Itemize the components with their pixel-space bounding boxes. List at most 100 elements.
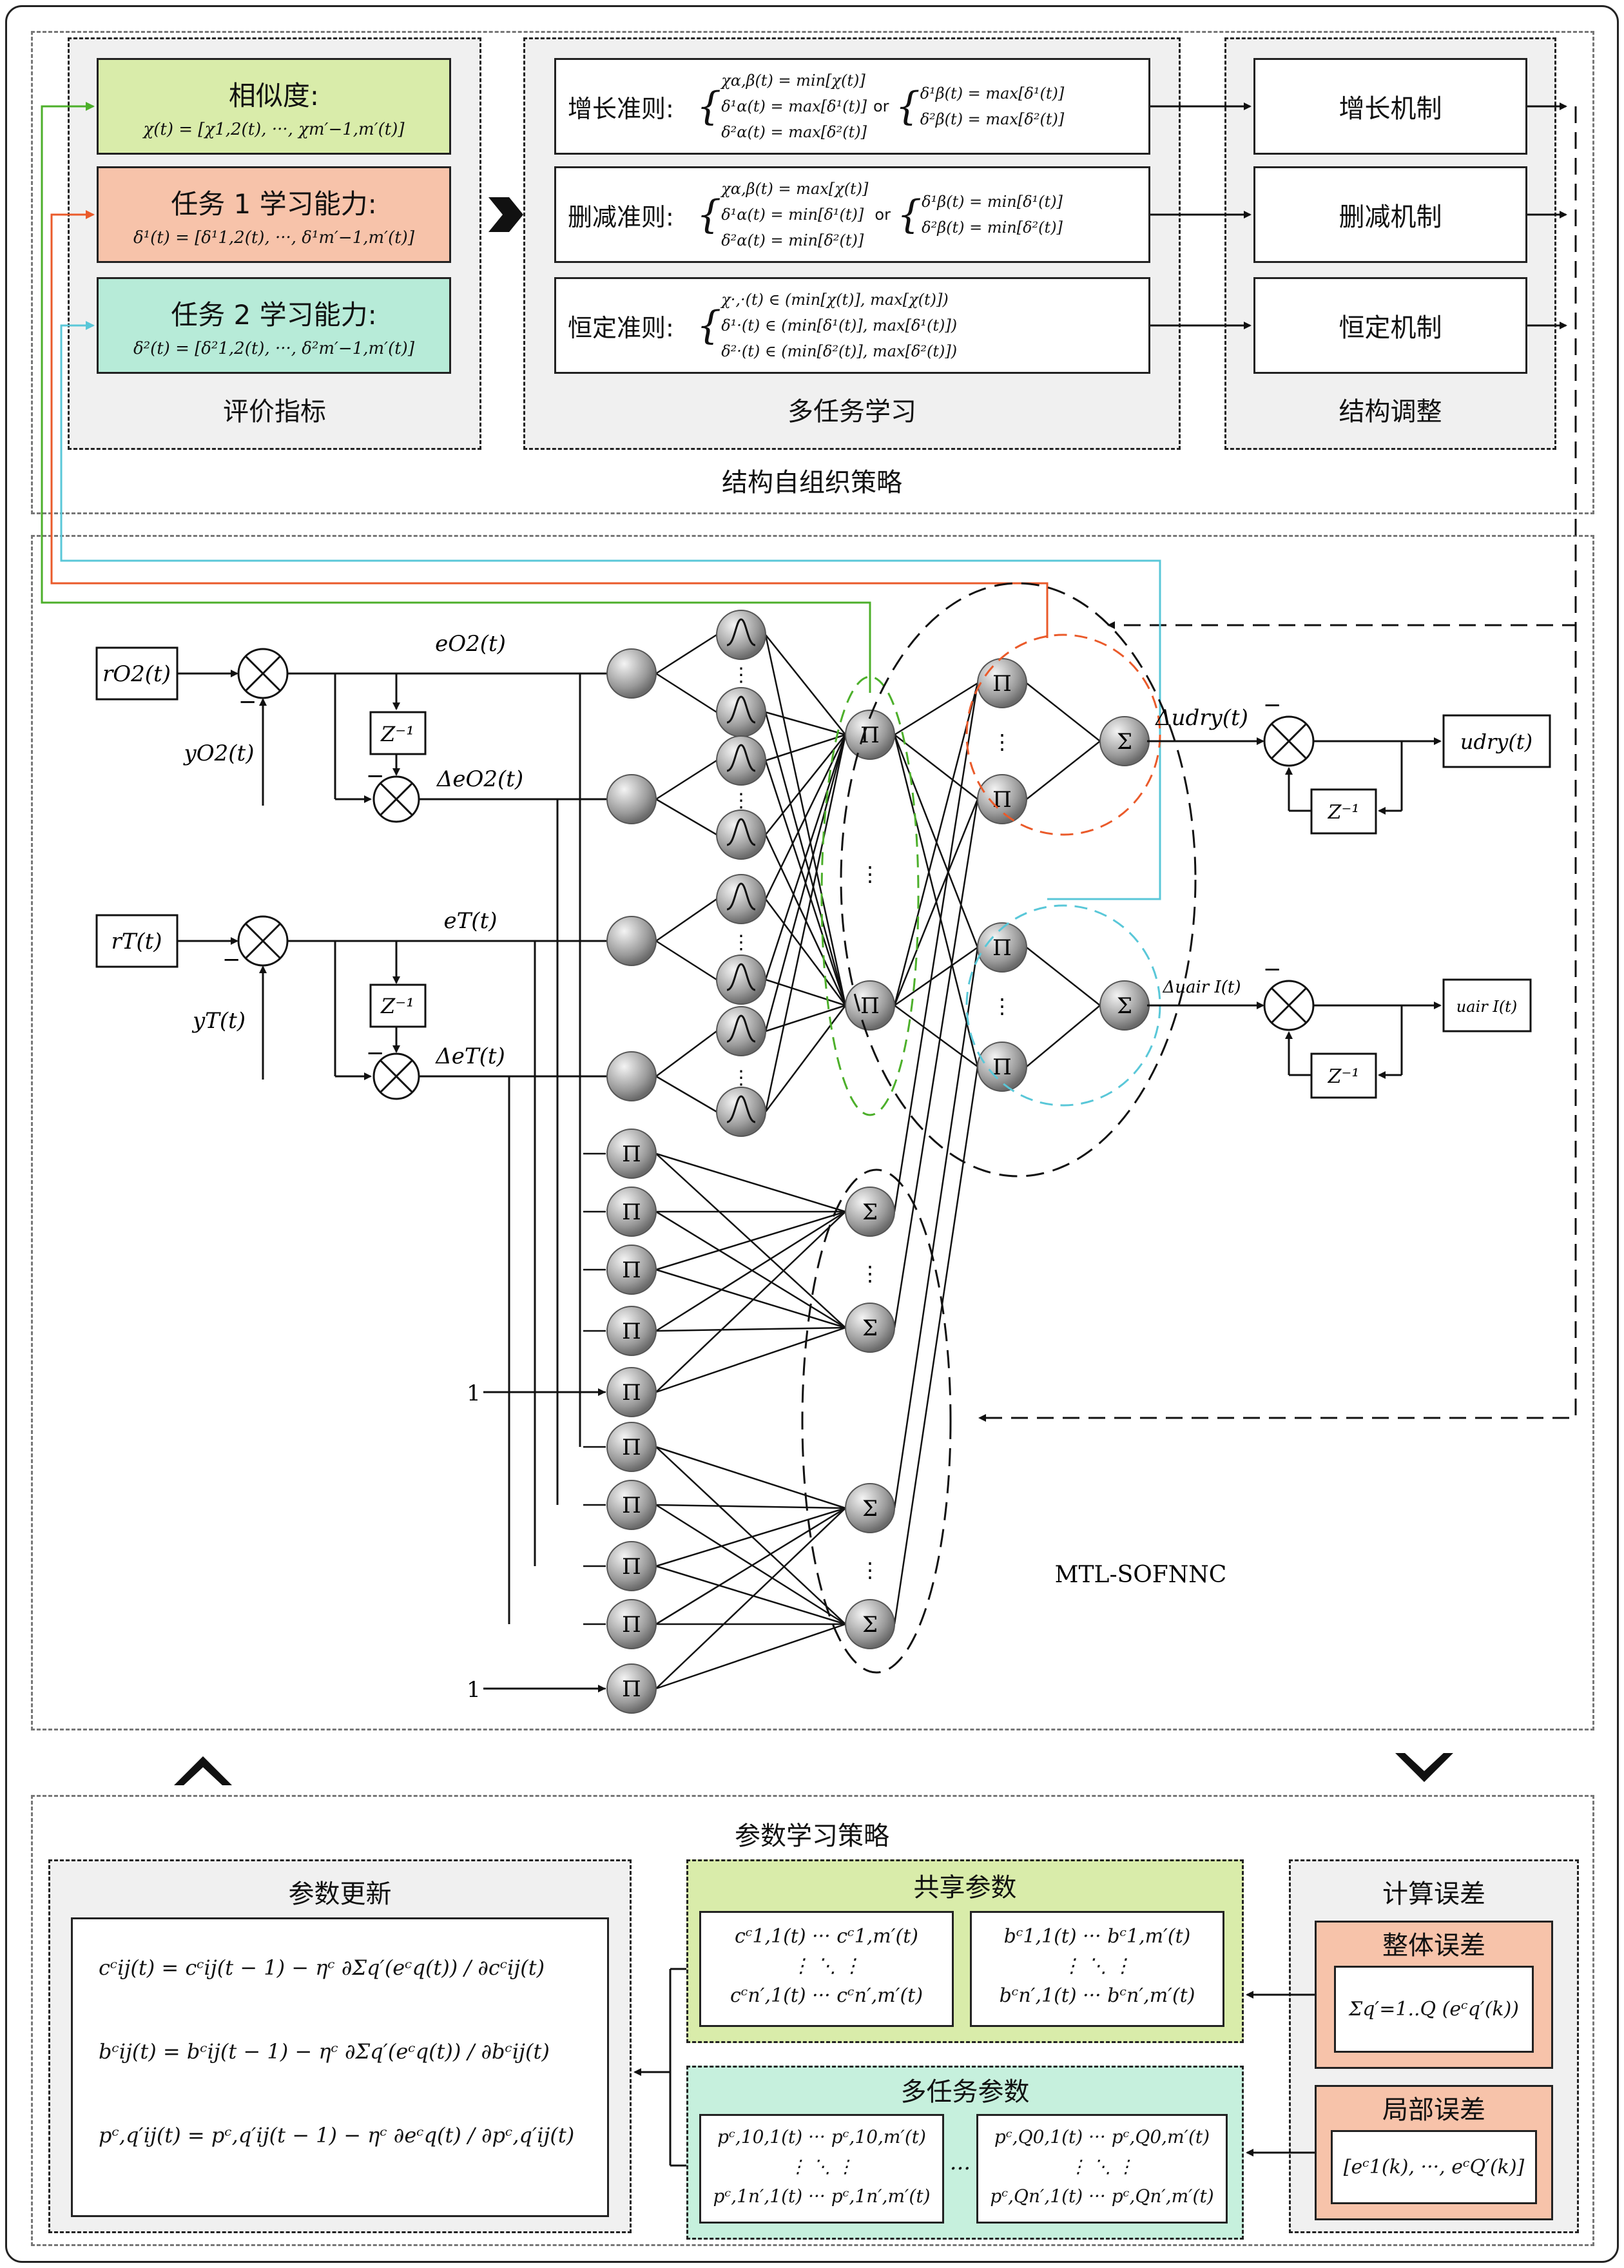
structure-strategy-panel — [31, 31, 1594, 514]
similarity-formula: χ(t) = [χ1,2(t), ···, χm′−1,m′(t)] — [143, 119, 405, 139]
ellipsis-vertical: ⋮ — [992, 730, 1012, 754]
ellipsis-vertical: ⋮ — [731, 931, 751, 954]
local-error-title: 局部误差 — [1382, 2095, 1485, 2125]
local-error-formula: [eᶜ1(k), ···, eᶜQ′(k)] — [1331, 2130, 1537, 2204]
rule-product-node — [845, 980, 895, 1031]
poly-product-node — [606, 1663, 657, 1714]
input-nodes — [606, 648, 657, 1101]
brace-icon: { — [896, 192, 922, 237]
bell-curve-icon — [726, 818, 756, 846]
feedback-dashed-bottom — [978, 625, 1577, 1422]
growth-mechanism: 增长机制 — [1253, 58, 1527, 155]
top-connectors — [1150, 102, 1567, 329]
structure-strategy-label: 结构自组织策略 — [722, 468, 902, 498]
ellipsis-vertical: ⋮ — [731, 790, 751, 812]
poly-product-node — [606, 1367, 657, 1417]
consequent-product-node — [977, 1042, 1027, 1092]
green-feedback-line — [41, 102, 871, 693]
bell-curve-icon — [726, 744, 756, 772]
poly-sum-node-label: Σ — [862, 1315, 878, 1341]
orange-dashed-ellipse — [965, 634, 1161, 836]
ref-o2-label: rO2(t) — [102, 661, 171, 687]
task1-formula: δ¹(t) = [δ¹1,2(t), ···, δ¹m′−1,m′(t)] — [133, 228, 414, 247]
gaussian-node — [716, 809, 766, 860]
multi-matrix-ellipsis: ··· — [949, 2156, 971, 2182]
u-dry-label: udry(t) — [1460, 730, 1532, 754]
growth-or: or — [873, 97, 889, 115]
du-air-label: Δuair I(t) — [1162, 978, 1241, 997]
o2-input-block — [95, 646, 620, 823]
chevron-down-icon — [1395, 1753, 1453, 1782]
black-dashed-ellipse-sum — [801, 1168, 952, 1674]
cyan-feedback-line — [60, 321, 1161, 900]
ellipsis-vertical: ⋮ — [860, 862, 880, 886]
update-eq-p: pᶜ,q′ij(t) = pᶜ,q′ij(t − 1) − ηᶜ ∂eᶜq(t)… — [99, 2123, 575, 2147]
task1-metric: 任务 1 学习能力: δ¹(t) = [δ¹1,2(t), ···, δ¹m′−… — [97, 166, 451, 263]
product-feed-lines — [508, 674, 581, 1624]
output-sum-node-label: Σ — [1117, 993, 1132, 1019]
update-eq-b: bᶜij(t) = bᶜij(t − 1) − ηᶜ ∂Σq′(eᶜq(t)) … — [99, 2039, 550, 2064]
poly-product-node-label: Π — [622, 1435, 641, 1460]
prune-rule-right: δ¹β(t) = min[δ¹(t)]δ²β(t) = min[δ²(t)] — [922, 193, 1063, 237]
z-inv-dry: Z⁻¹ — [1328, 801, 1360, 824]
gaussian-node — [716, 1087, 766, 1137]
poly-sum-node — [845, 1599, 895, 1649]
ellipsis-vertical: ⋮ — [860, 1261, 880, 1286]
shared-matrix-c: cᶜ1,1(t) ··· cᶜ1,m′(t)⋮ ⋱ ⋮cᶜn′,1(t) ···… — [699, 1911, 954, 2027]
consequent-product-node-label: Π — [992, 671, 1012, 697]
rule-product-node — [845, 710, 895, 760]
brace-icon: { — [895, 84, 920, 129]
de-o2-label: ΔeO2(t) — [436, 766, 523, 792]
feedback-dashed-top — [1107, 106, 1577, 629]
minus-air: − — [1263, 956, 1282, 982]
prune-mechanism: 删减机制 — [1253, 166, 1527, 263]
poly-product-node-label: Π — [622, 1319, 641, 1344]
shared-params-title: 共享参数 — [913, 1873, 1017, 1903]
gaussian-node — [716, 610, 766, 660]
overall-error-formula: Σq′=1..Q (eᶜq′(k)) — [1334, 1966, 1534, 2053]
bell-curve-icon — [726, 1014, 756, 1043]
bell-curve-icon — [726, 1095, 756, 1123]
poly-product-node-label: Π — [622, 1257, 641, 1283]
e-t-label: eT(t) — [444, 908, 498, 934]
prune-or: or — [875, 206, 891, 224]
bell-curve-icon — [726, 963, 756, 991]
output-connectors — [1147, 714, 1551, 1099]
poly-product-node — [606, 1129, 657, 1179]
y-t-label: yT(t) — [191, 1008, 246, 1034]
poly-sum-node-label: Σ — [862, 1199, 878, 1225]
consequent-product-node-label: Π — [992, 935, 1012, 961]
poly-product-node-label: Π — [622, 1493, 641, 1518]
du-dry-label: Δudry(t) — [1154, 705, 1248, 731]
multi-matrix-1: pᶜ,10,1(t) ··· pᶜ,10,m′(t)⋮ ⋱ ⋮pᶜ,1n′,1(… — [699, 2114, 944, 2224]
rule-product-node-label: Π — [860, 993, 880, 1019]
param-strategy-panel — [31, 1795, 1594, 2246]
update-eq-c: cᶜij(t) = cᶜij(t − 1) − ηᶜ ∂Σq′(eᶜq(t)) … — [99, 1955, 545, 1980]
minus-de-t: − — [366, 1040, 385, 1066]
compute-error-title: 计算误差 — [1382, 1879, 1485, 1909]
constant-rule: 恒定准则: { χ·,·(t) ∈ (min[χ(t)], max[χ(t)])… — [554, 277, 1150, 374]
network-edges — [583, 634, 1101, 1690]
task2-metric: 任务 2 学习能力: δ²(t) = [δ²1,2(t), ···, δ²m′−… — [97, 277, 451, 374]
gaussian-node — [716, 687, 766, 737]
poly-sum-node — [845, 1303, 895, 1353]
constant-rule-left: χ·,·(t) ∈ (min[χ(t)], max[χ(t)])δ¹·(t) ∈… — [721, 291, 958, 360]
task2-formula: δ²(t) = [δ²1,2(t), ···, δ²m′−1,m′(t)] — [133, 338, 414, 358]
diagram-frame — [5, 5, 1619, 2263]
poly-sum-node-label: Σ — [862, 1496, 878, 1522]
poly-product-node-label: Π — [622, 1141, 641, 1167]
poly-product-node-label: Π — [622, 1554, 641, 1580]
poly-sum-node-label: Σ — [862, 1612, 878, 1638]
param-strategy-label: 参数学习策略 — [735, 1821, 889, 1851]
multi-matrix-q: pᶜ,Q0,1(t) ··· pᶜ,Q0,m′(t)⋮ ⋱ ⋮pᶜ,Qn′,1(… — [976, 2114, 1228, 2224]
input-node — [606, 774, 657, 824]
u-air-label: uair I(t) — [1456, 998, 1517, 1016]
bell-curve-icon — [726, 882, 756, 911]
consequent-product-node-label: Π — [992, 787, 1012, 813]
poly-product-node-label: Π — [622, 1612, 641, 1638]
poly-product-node — [606, 1541, 657, 1591]
poly-product-node — [606, 1306, 657, 1356]
similarity-title: 相似度: — [228, 79, 320, 111]
minus-de-o2: − — [366, 763, 385, 789]
